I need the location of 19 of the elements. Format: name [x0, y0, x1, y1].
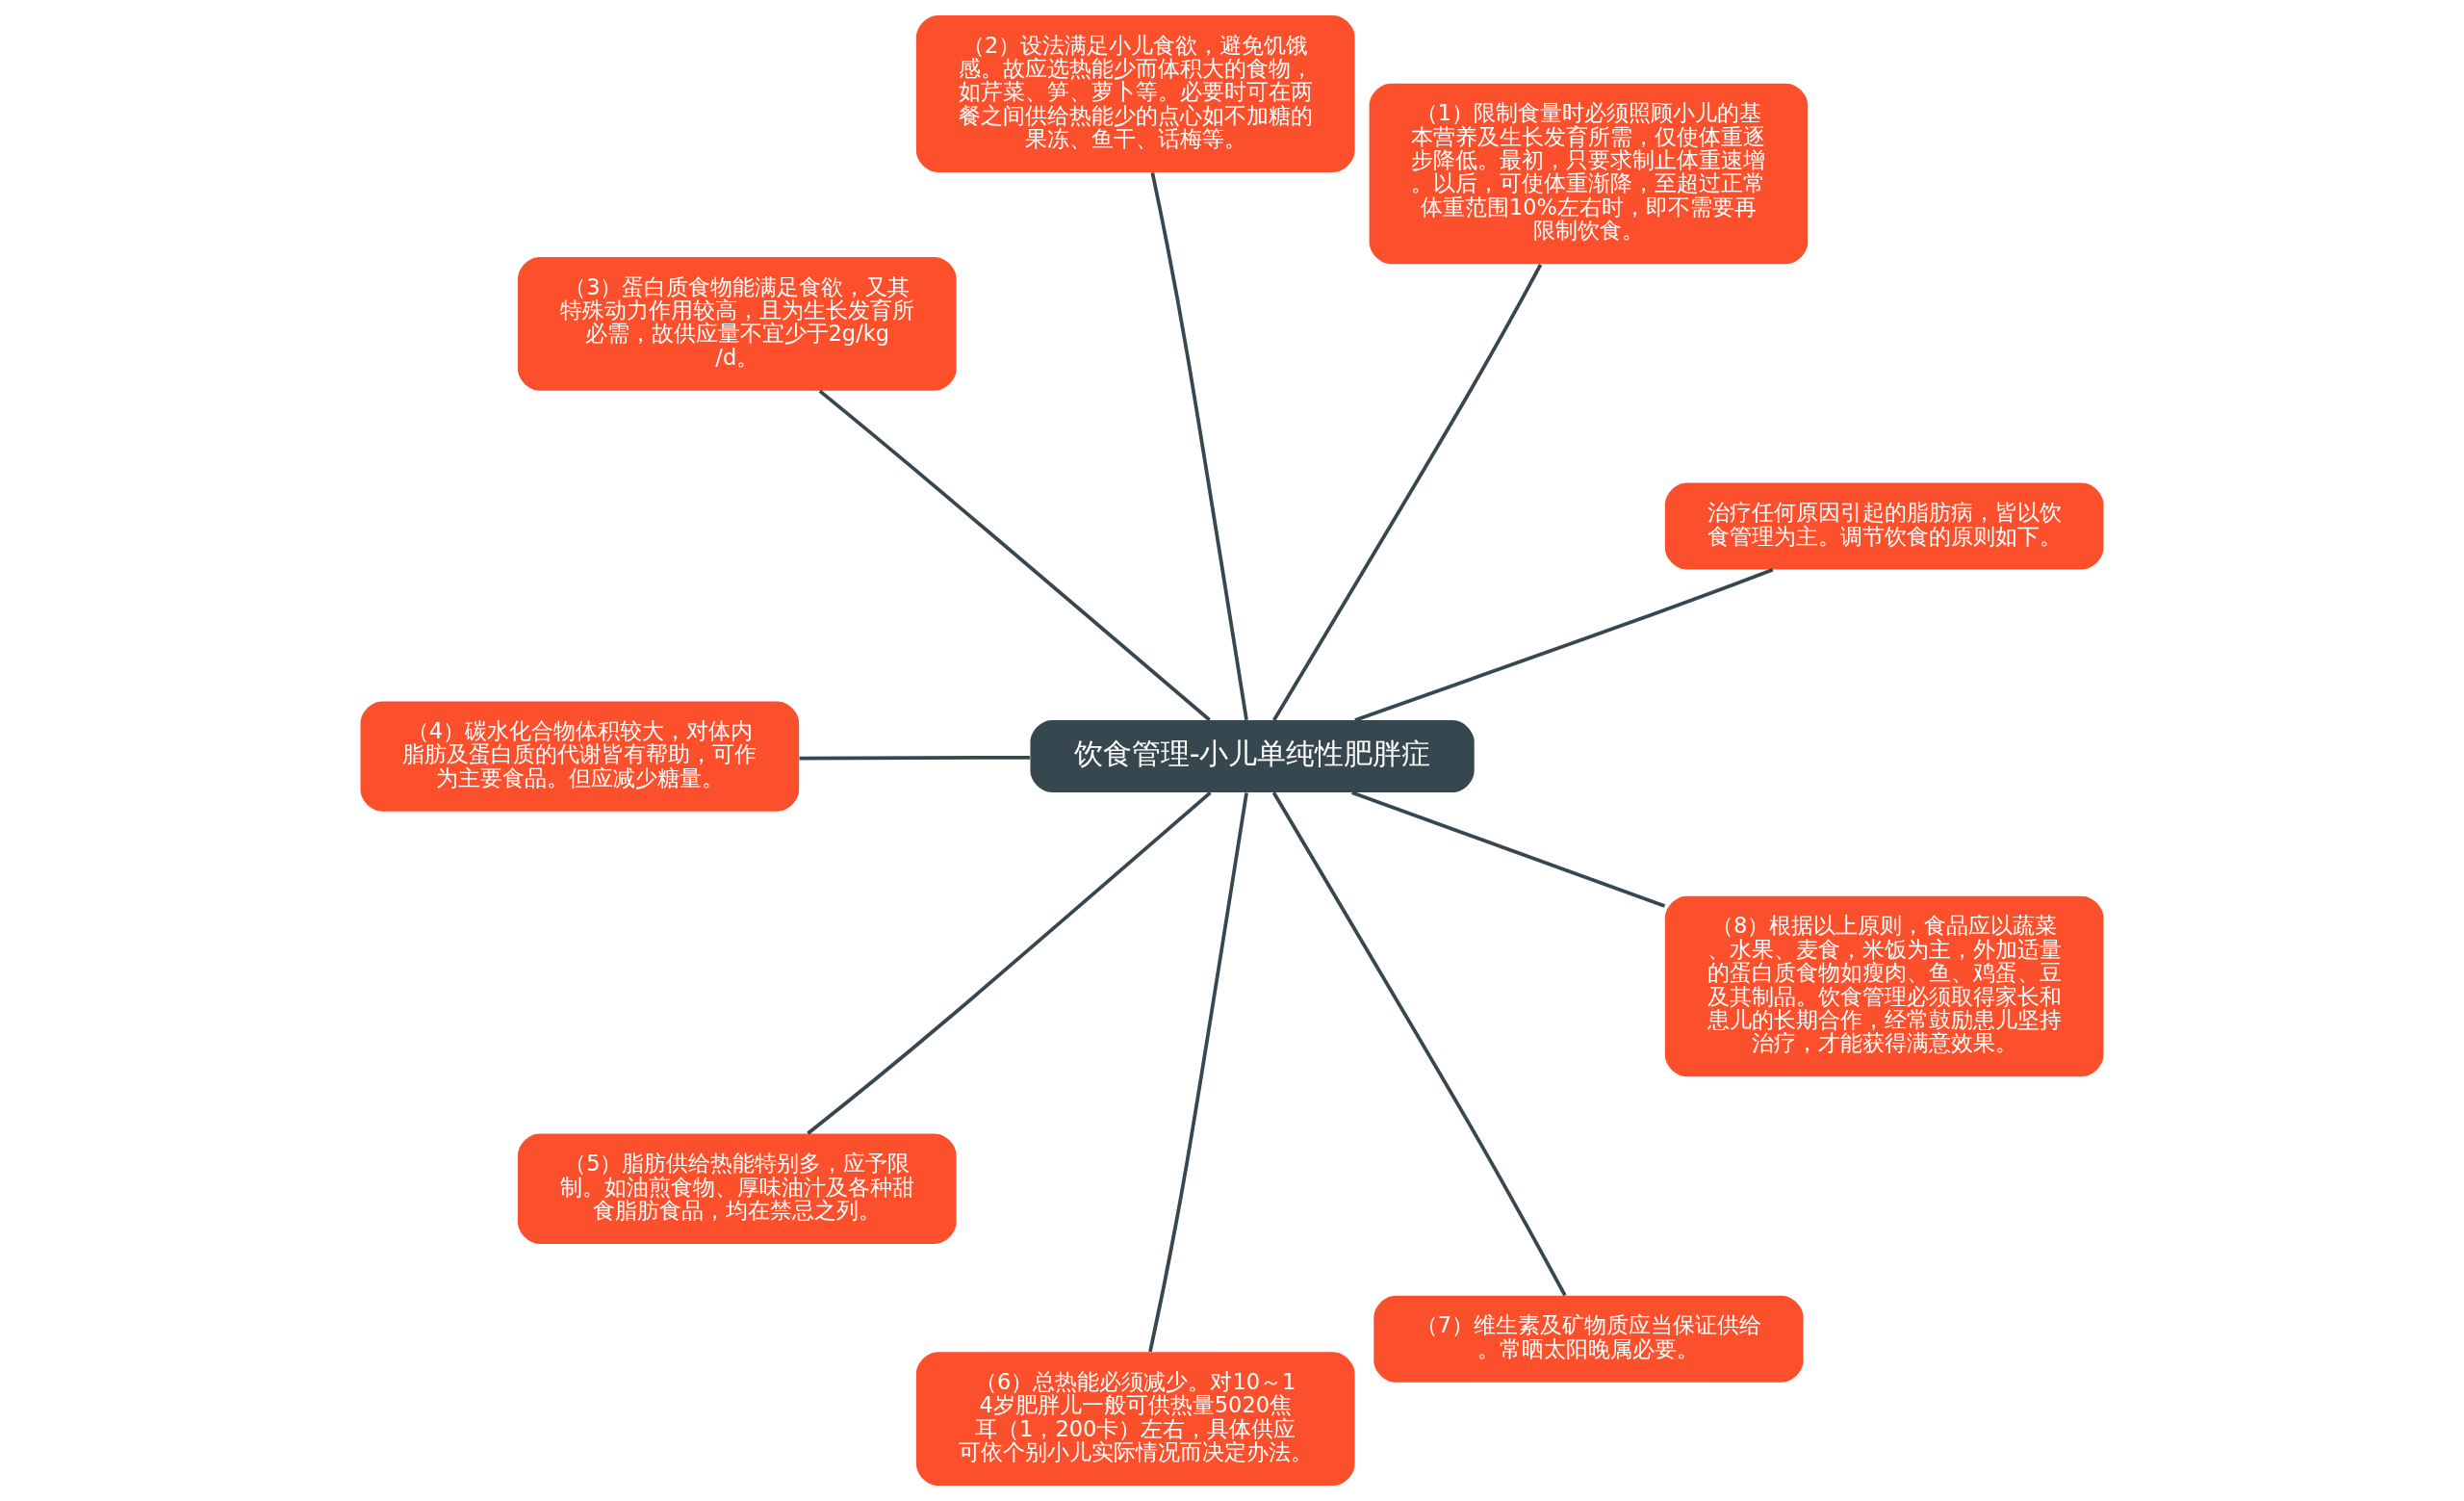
connector: [818, 389, 1211, 722]
node-box: （5）脂肪供给热能特别多，应予限制。如油煎食物、厚味油汁及各种甜食脂肪食品，均在禁忌之列。: [517, 1133, 957, 1244]
node-box: （7）维生素及矿物质应当保证供给。常晒太阳晚属必要。: [1373, 1295, 1804, 1383]
connector: [1354, 567, 1774, 722]
node-box: （2）设法满足小儿食欲，避免饥饿感。故应选热能少而体积大的食物，如芹菜、笋、萝卜等。必要时可在两餐之间供给热能少的点心如不加糖的果冻、鱼干、话梅等。: [915, 14, 1355, 173]
node-box: （3）蛋白质食物能满足食欲，又其特殊动力作用较高，且为生长发育所必需，故供应量不宜少于2g/kg/d。: [517, 257, 957, 391]
node-box: 饮食管理-小儿单纯性肥胖症: [1030, 720, 1475, 793]
node-box: （8）根据以上原则，食品应以蔬菜、水果、麦食，米饭为主，外加适量的蛋白质食物如瘦肉、鱼、鸡蛋、豆及其制品。饮食管理必须取得家长和患儿的长期合作，经常鼓励患儿坚持治疗，才能获得满意效果。: [1664, 895, 2104, 1077]
connector: [799, 755, 1031, 761]
connector: [1271, 791, 1567, 1297]
node-box: （1）限制食量时必须照顾小儿的基本营养及生长发育所需，仅使体重逐步降低。最初，只要求制止体重速增。以后，可使体重渐降，至超过正常体重范围10%左右时，即不需要再限制饮食。: [1369, 83, 1809, 265]
connector: [1148, 792, 1248, 1353]
node-box: 治疗任何原因引起的脂肪病，皆以饮食管理为主。调节饮食的原则如下。: [1664, 482, 2104, 570]
connector: [1150, 171, 1248, 721]
connector: [1351, 790, 1666, 908]
connector: [1272, 263, 1543, 722]
node-box: （6）总热能必须减少。对10～14岁肥胖儿一般可供热量5020焦耳（1，200卡）左右，具体供应可依个别小儿实际情况而决定办法。: [915, 1352, 1355, 1487]
connector: [807, 790, 1212, 1135]
node-box: （4）碳水化合物体积较大，对体内脂肪及蛋白质的代谢皆有帮助，可作为主要食品。但应减少糖量。: [360, 701, 800, 812]
